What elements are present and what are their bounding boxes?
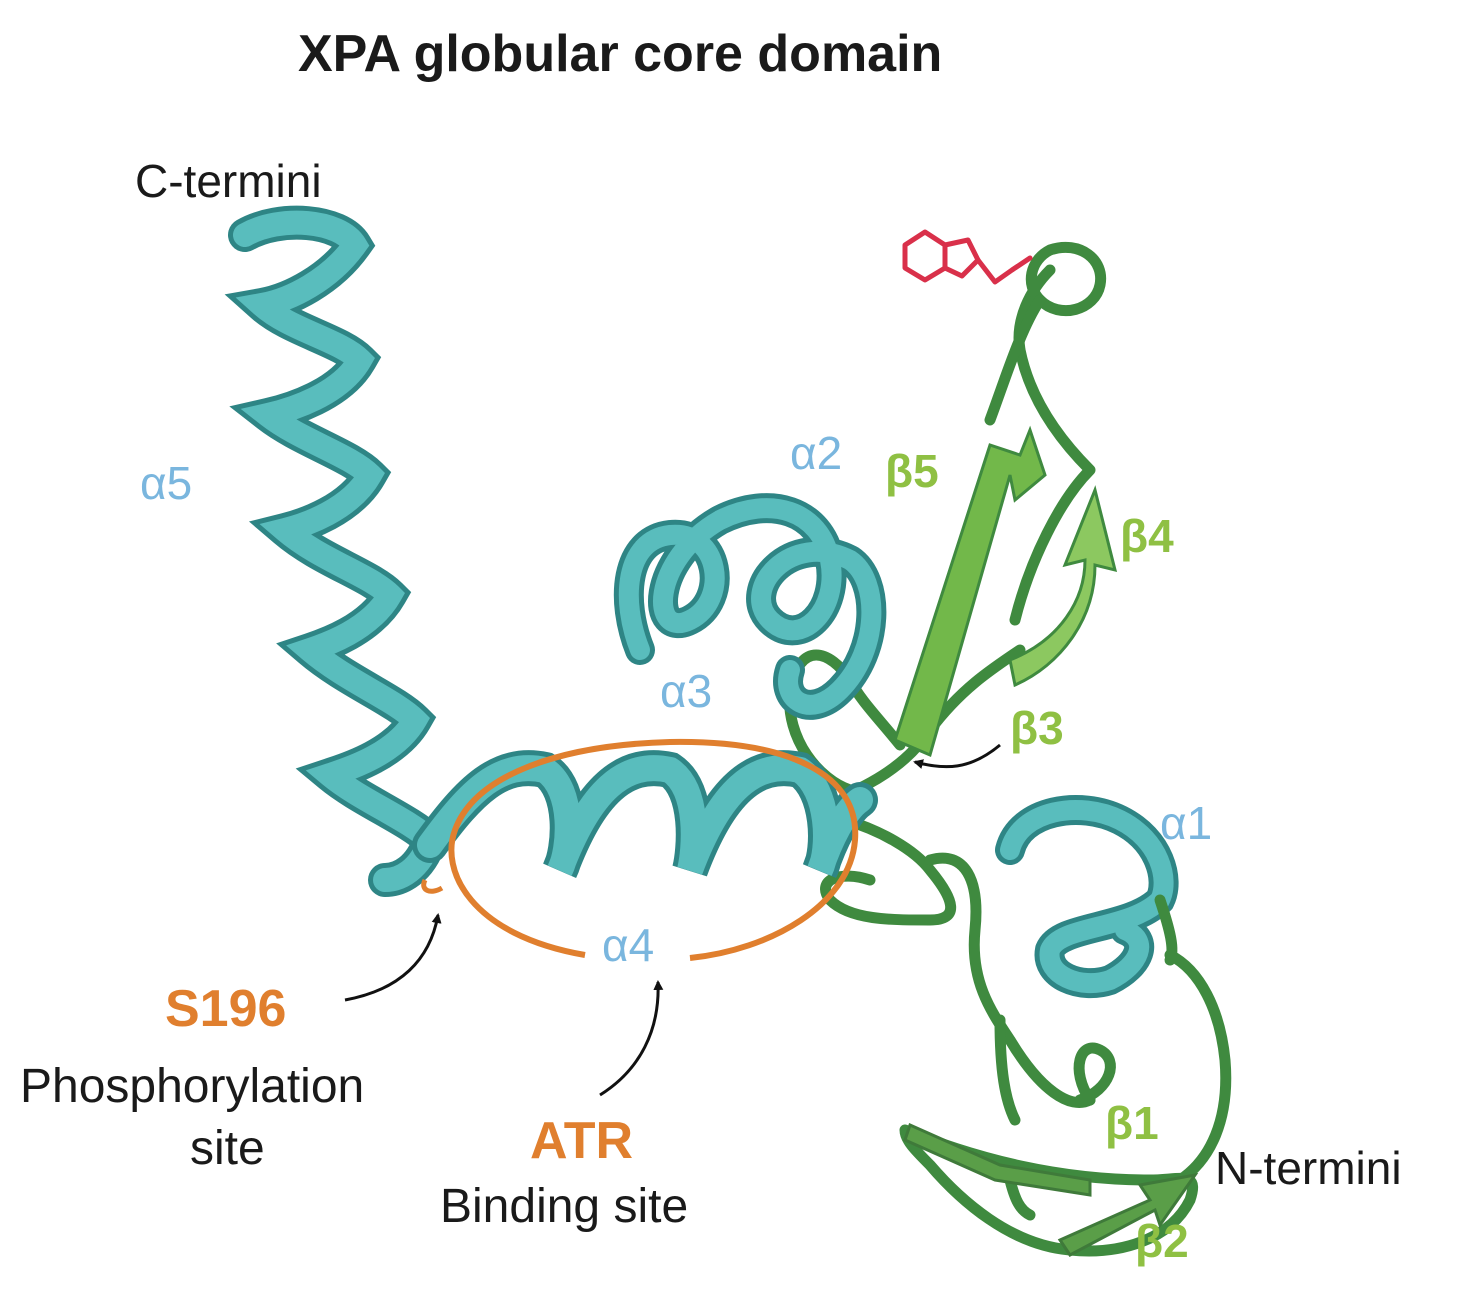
strand-beta4-label: β4 (1120, 513, 1174, 559)
arrow-atr (600, 982, 658, 1095)
n-termini-label: N-termini (1215, 1145, 1402, 1191)
s196-label: S196 (165, 983, 286, 1035)
helix-alpha1-label: α1 (1160, 800, 1212, 846)
coil-loops (790, 247, 1226, 1251)
helix-alpha5-label: α5 (140, 460, 192, 506)
strand-beta3-label: β3 (1010, 705, 1064, 751)
ligand (905, 232, 1030, 282)
strand-beta5-label: β5 (885, 448, 939, 494)
helix-alpha5 (245, 223, 430, 880)
strand-beta2-label: β2 (1135, 1218, 1189, 1264)
phosphorylation-site-line1: Phosphorylation (20, 1063, 364, 1111)
helix-alpha4-label: α4 (602, 922, 654, 968)
atr-label: ATR (530, 1115, 633, 1167)
helix-alpha3-label: α3 (660, 668, 712, 714)
helix-alpha2-label: α2 (790, 430, 842, 476)
arrow-s196 (345, 915, 438, 1000)
c-termini-label: C-termini (135, 158, 322, 204)
phosphorylation-site-line2: site (190, 1125, 265, 1173)
strand-beta1-label: β1 (1105, 1100, 1159, 1146)
helix-alpha1 (1010, 810, 1172, 983)
figure-title: XPA globular core domain (298, 28, 942, 80)
atr-binding-site-label: Binding site (440, 1183, 688, 1231)
s196-marker (424, 880, 442, 891)
